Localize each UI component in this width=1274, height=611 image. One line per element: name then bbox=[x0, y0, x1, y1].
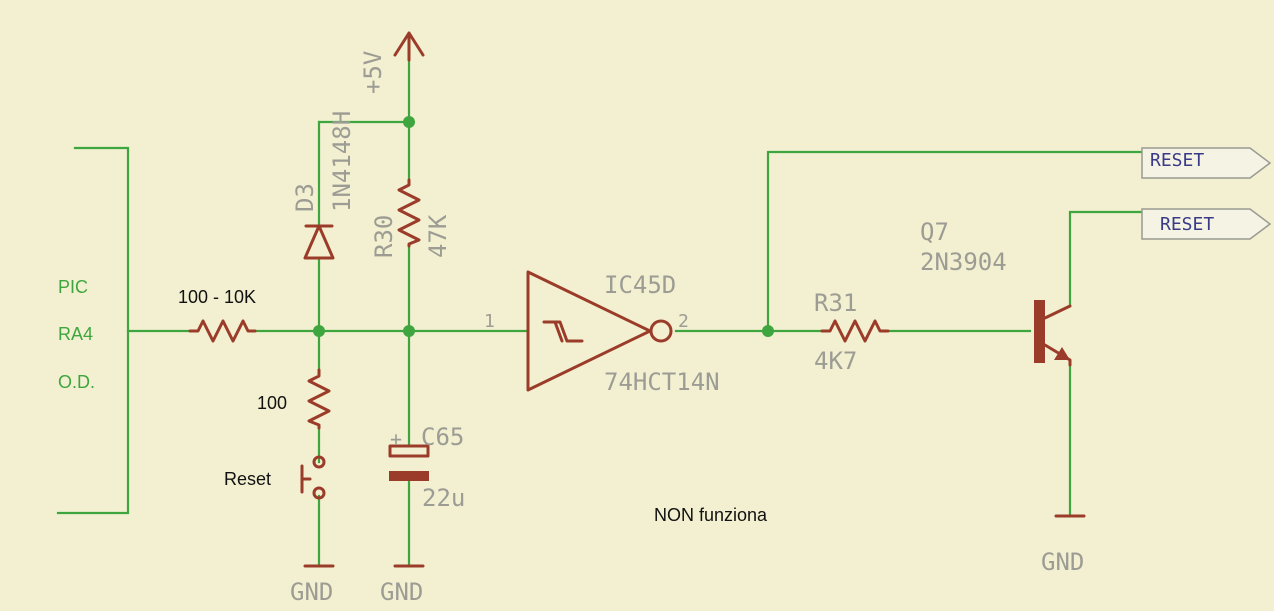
wire-reset2 bbox=[1068, 210, 1144, 308]
reset-switch bbox=[300, 455, 326, 500]
capacitor-c65 bbox=[388, 444, 430, 481]
transistor-part: 2N3904 bbox=[920, 248, 1007, 276]
connector-label-pic: PIC bbox=[58, 277, 88, 297]
reset-flag-1: RESET bbox=[1141, 147, 1272, 179]
resistor-r31 bbox=[820, 319, 890, 343]
r30-ref: R30 bbox=[370, 215, 398, 258]
supply-label: +5V bbox=[359, 51, 387, 94]
connector-label-od: O.D. bbox=[58, 372, 95, 392]
reset-flag-1-label: RESET bbox=[1150, 150, 1204, 171]
supply-arrow bbox=[393, 31, 425, 62]
wires bbox=[56, 53, 1144, 568]
reset-flag-2-label: RESET bbox=[1160, 214, 1214, 235]
ic-pin-in: 1 bbox=[484, 311, 495, 332]
r31-ref: R31 bbox=[814, 289, 857, 317]
schmitt-inverter bbox=[526, 270, 673, 392]
resistor-input-value: 100 - 10K bbox=[178, 287, 256, 307]
transistor-q7 bbox=[1034, 300, 1072, 367]
c65-ref: C65 bbox=[421, 423, 464, 451]
connector-label-ra4: RA4 bbox=[58, 324, 93, 344]
switch-label: Reset bbox=[224, 469, 271, 489]
resistor-reset bbox=[307, 368, 331, 430]
diode-d3 bbox=[303, 224, 335, 260]
junctions bbox=[313, 116, 774, 337]
resistor-input bbox=[188, 319, 257, 343]
note-text: NON funziona bbox=[654, 505, 768, 525]
diode-ref: D3 bbox=[291, 183, 319, 212]
c65-polarity: + bbox=[390, 427, 402, 451]
gnd-label-2: GND bbox=[380, 578, 423, 606]
resistor-reset-value: 100 bbox=[257, 393, 287, 413]
r30-value: 47K bbox=[424, 214, 452, 258]
ic-part: 74HCT14N bbox=[604, 368, 720, 396]
gnd-label-1: GND bbox=[290, 578, 333, 606]
diode-part: 1N4148H bbox=[328, 111, 356, 212]
ic-ref: IC45D bbox=[604, 271, 676, 299]
r31-value: 4K7 bbox=[814, 347, 857, 375]
c65-value: 22u bbox=[422, 484, 465, 512]
transistor-ref: Q7 bbox=[920, 218, 949, 246]
resistor-r30 bbox=[397, 178, 421, 248]
wire-reset1 bbox=[766, 150, 1144, 333]
gnd-label-3: GND bbox=[1041, 548, 1084, 576]
ic-pin-out: 2 bbox=[678, 311, 689, 332]
reset-flag-2: RESET bbox=[1141, 208, 1272, 240]
